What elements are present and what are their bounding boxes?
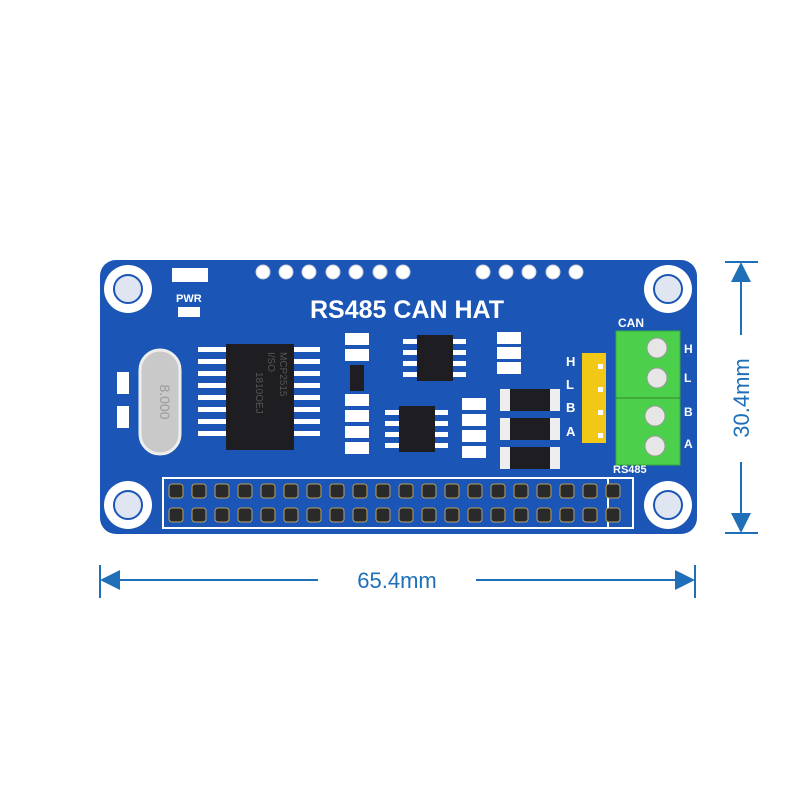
chip-text-3: 1810OEJ	[253, 372, 264, 414]
transceiver-chip-2	[385, 406, 448, 452]
gpio-pin	[605, 483, 621, 499]
crystal-text: 8.000	[157, 384, 173, 419]
gpio-pin	[306, 507, 322, 523]
header-pin-label: A	[566, 424, 576, 439]
mcp2515-chip: MCP2515 I/SO 1810OEJ	[198, 344, 320, 450]
screw-terminal-block: CAN RS485 H L B A	[613, 316, 693, 476]
gpio-pin	[582, 507, 598, 523]
pwr-led	[172, 268, 208, 282]
gpio-pin	[283, 483, 299, 499]
passive-components	[345, 332, 521, 458]
gpio-pin	[237, 507, 253, 523]
chip-text-1: MCP2515	[277, 352, 288, 397]
gpio-pin	[352, 483, 368, 499]
crystal: 8.000	[138, 348, 182, 456]
header-pin-label: B	[566, 400, 575, 415]
pcb-board: PWR RS485 CAN HAT 8.000 MCP2515	[100, 260, 697, 534]
pwr-label: PWR	[176, 293, 202, 305]
gpio-pin	[398, 507, 414, 523]
terminal-pin-label: A	[684, 437, 693, 451]
terminal-pin-label: H	[684, 342, 693, 356]
gpio-pin	[490, 507, 506, 523]
gpio-pin	[490, 483, 506, 499]
rs485-label: RS485	[613, 464, 647, 476]
gpio-pin	[467, 483, 483, 499]
transceiver-chip-1	[403, 335, 466, 381]
gpio-pin	[283, 507, 299, 523]
gpio-pin	[582, 483, 598, 499]
gpio-pin	[444, 483, 460, 499]
can-label: CAN	[618, 316, 644, 330]
terminal-pin-label: B	[684, 405, 693, 419]
gpio-pin	[352, 507, 368, 523]
height-label: 30.4mm	[729, 358, 754, 437]
chip-text-2: I/SO	[265, 352, 276, 372]
terminal-pin-label: L	[684, 371, 691, 385]
board-title: RS485 CAN HAT	[310, 296, 504, 324]
gpio-pin	[306, 483, 322, 499]
gpio-pin	[191, 483, 207, 499]
gpio-pin	[375, 507, 391, 523]
gpio-pin	[191, 507, 207, 523]
height-dimension: 30.4mm	[725, 261, 758, 534]
gpio-pin	[398, 483, 414, 499]
gpio-pin	[214, 507, 230, 523]
gpio-pin	[214, 483, 230, 499]
gpio-pin	[513, 483, 529, 499]
width-label: 65.4mm	[357, 568, 436, 593]
gpio-pin	[467, 507, 483, 523]
gpio-pin	[329, 483, 345, 499]
gpio-pin	[237, 483, 253, 499]
gpio-pin	[375, 483, 391, 499]
gpio-pin	[536, 483, 552, 499]
gpio-pin	[513, 507, 529, 523]
header-pin-label: L	[566, 377, 574, 392]
gpio-pin	[444, 507, 460, 523]
top-pads	[255, 264, 584, 280]
gpio-pin	[559, 483, 575, 499]
gpio-pin	[260, 507, 276, 523]
gpio-pin	[421, 483, 437, 499]
header-pin-label: H	[566, 354, 575, 369]
gpio-pin	[559, 507, 575, 523]
gpio-pin	[168, 507, 184, 523]
width-dimension: 65.4mm	[99, 565, 696, 598]
gpio-pin	[421, 507, 437, 523]
gpio-pin	[536, 507, 552, 523]
gpio-pin	[329, 507, 345, 523]
gpio-pin	[260, 483, 276, 499]
gpio-header	[162, 477, 634, 529]
tvs-diodes	[500, 389, 560, 469]
rs485-can-pin-header: H L B A	[566, 353, 606, 443]
gpio-pin	[605, 507, 621, 523]
gpio-pin	[168, 483, 184, 499]
